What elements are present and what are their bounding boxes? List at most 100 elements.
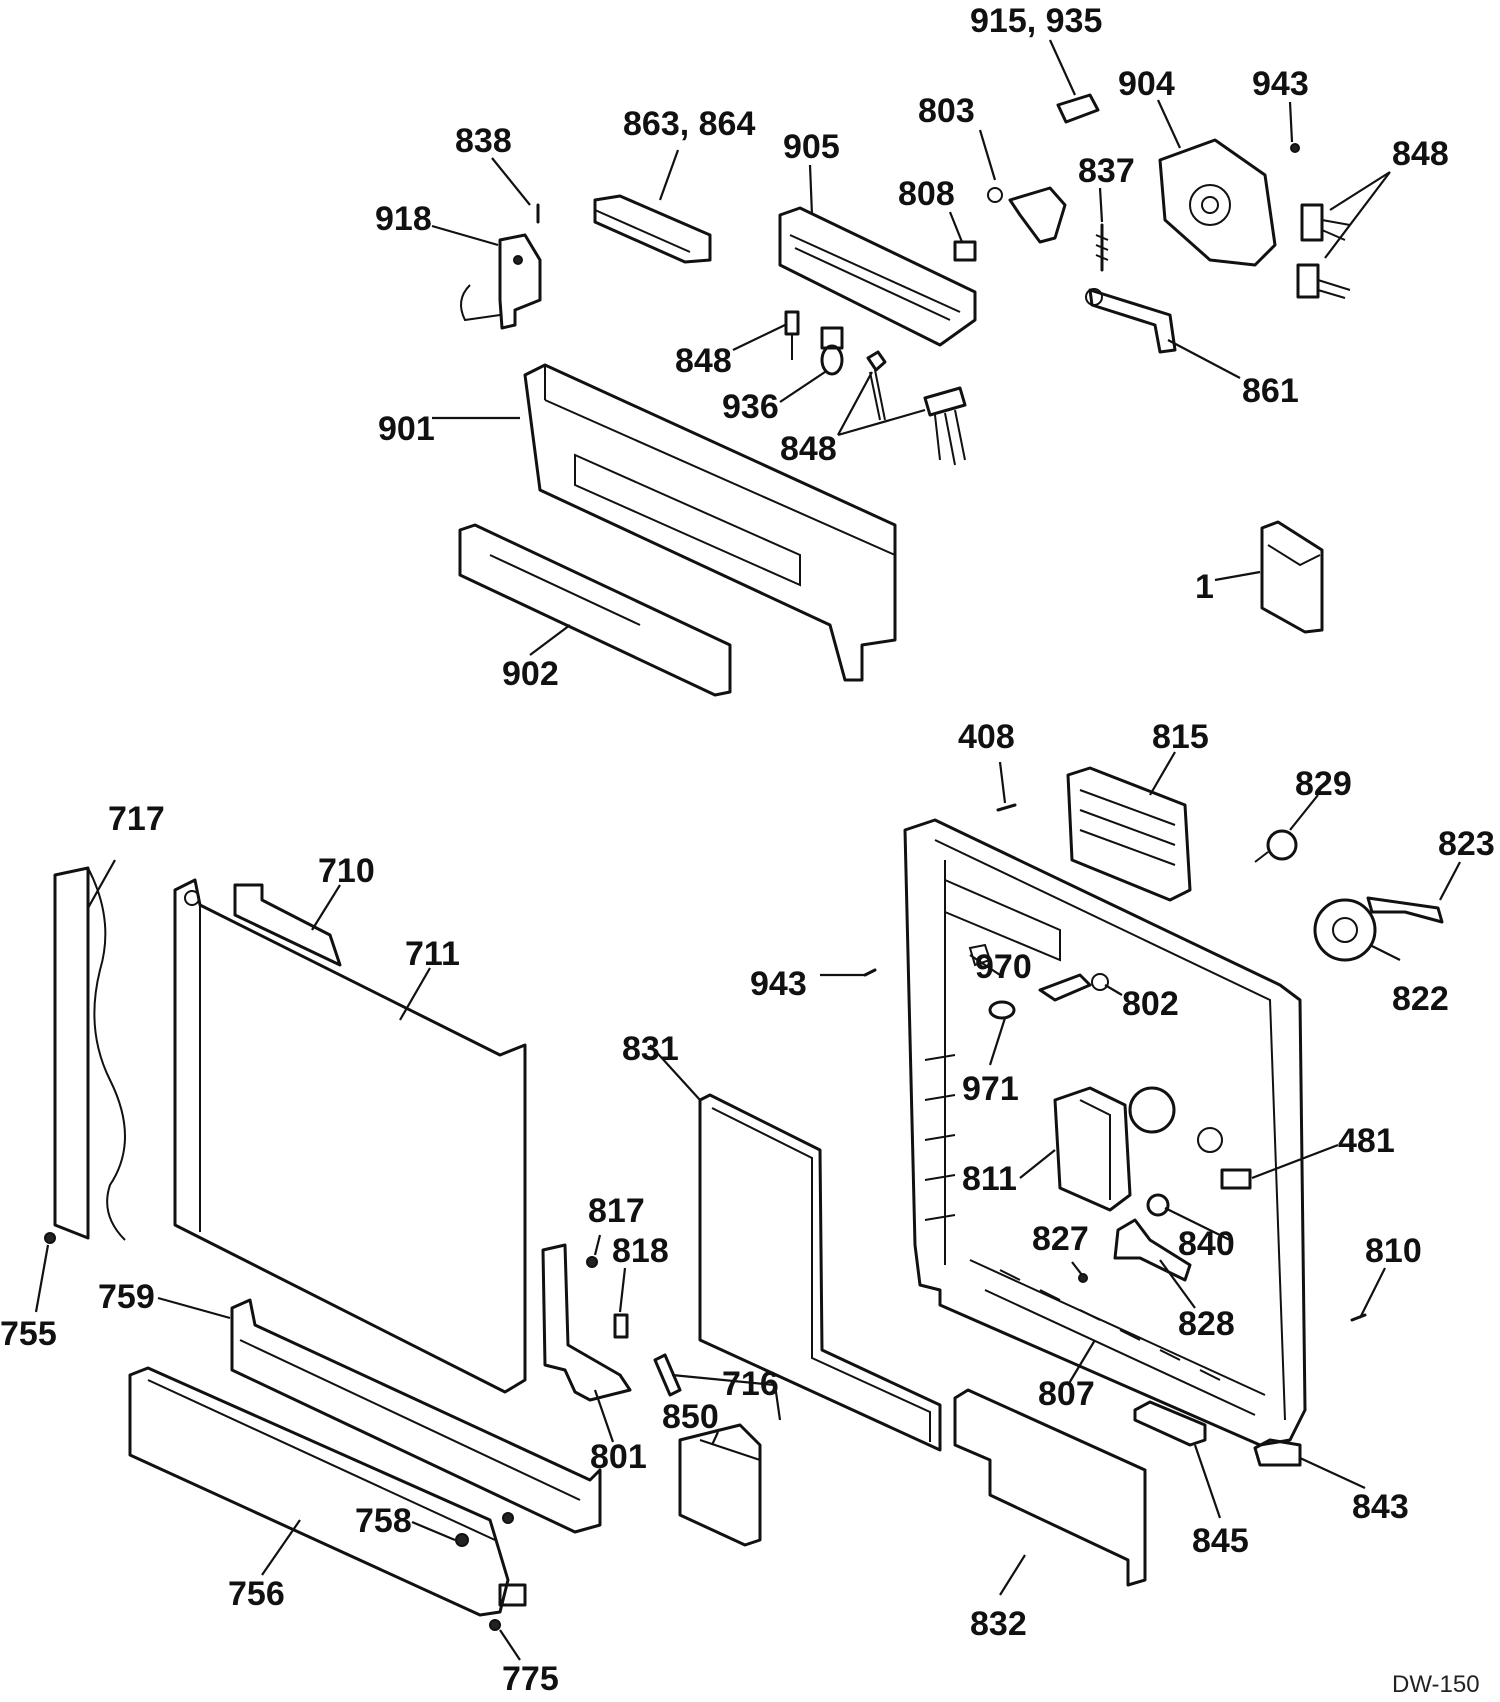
part-904-timer	[1158, 138, 1277, 267]
label-756: 756	[228, 1575, 285, 1613]
label-902: 902	[502, 655, 559, 693]
label-848-left: 848	[675, 342, 732, 380]
label-829: 829	[1295, 765, 1352, 803]
part-905-control-board	[778, 206, 977, 347]
part-943-screw-mid	[863, 968, 877, 977]
part-850-bracket	[678, 1423, 762, 1547]
part-837-spring	[1095, 223, 1109, 272]
label-845: 845	[1192, 1522, 1249, 1560]
part-758-screw	[455, 1512, 514, 1547]
part-845	[1133, 1400, 1207, 1447]
part-918-bracket	[460, 233, 542, 330]
part-848-wires-mid	[866, 350, 967, 466]
label-971: 971	[962, 1070, 1019, 1108]
part-901-panel-housing	[523, 363, 897, 682]
part-902-nameplate	[458, 523, 732, 697]
part-711-door-panel	[173, 878, 527, 1394]
label-861: 861	[1242, 372, 1299, 410]
part-848-connectors-right	[1296, 203, 1351, 299]
part-827-screw	[1078, 1273, 1088, 1283]
label-755: 755	[0, 1315, 57, 1353]
part-840	[1146, 1193, 1170, 1217]
part-848-connector-left	[784, 310, 800, 360]
label-818: 818	[612, 1232, 669, 1270]
label-408: 408	[958, 718, 1015, 756]
label-811: 811	[962, 1160, 1017, 1198]
part-970	[968, 943, 992, 967]
part-843-strip	[1253, 1438, 1302, 1467]
label-717: 717	[108, 800, 165, 838]
label-711: 711	[405, 935, 460, 973]
label-840: 840	[1178, 1225, 1235, 1263]
part-971	[988, 1000, 1016, 1020]
part-775-screw	[489, 1619, 501, 1631]
label-759: 759	[98, 1278, 155, 1316]
part-828-latch	[1113, 1218, 1192, 1282]
label-843: 843	[1352, 1488, 1409, 1526]
label-802: 802	[1122, 985, 1179, 1023]
label-970: 970	[975, 948, 1032, 986]
part-808	[953, 240, 977, 262]
part-408-screw	[996, 803, 1017, 812]
label-758: 758	[355, 1502, 412, 1540]
part-801-hinge	[541, 1243, 632, 1402]
part-829-knob	[1254, 829, 1298, 863]
part-817-818	[586, 1256, 629, 1339]
part-759-bottom-rail	[230, 1298, 602, 1534]
part-710-bracket	[233, 883, 342, 967]
label-710: 710	[318, 852, 375, 890]
part-481	[1220, 1168, 1252, 1190]
label-943-top: 943	[1252, 65, 1309, 103]
label-775: 775	[502, 1660, 559, 1698]
label-850: 850	[662, 1398, 719, 1436]
label-837: 837	[1078, 152, 1135, 190]
label-1: 1	[1195, 568, 1214, 606]
label-815: 815	[1152, 718, 1209, 756]
label-901: 901	[378, 410, 435, 448]
part-1-document	[1260, 520, 1324, 634]
label-827: 827	[1032, 1220, 1089, 1258]
label-863-864: 863, 864	[623, 105, 755, 143]
part-832-insulation	[953, 1388, 1147, 1587]
label-832: 832	[970, 1605, 1027, 1643]
label-817: 817	[588, 1192, 645, 1230]
label-904: 904	[1118, 65, 1175, 103]
label-801: 801	[590, 1438, 647, 1476]
label-810: 810	[1365, 1232, 1422, 1270]
label-803: 803	[918, 92, 975, 130]
part-755-screw	[44, 1232, 56, 1244]
part-716-pin	[653, 1353, 682, 1397]
label-943-mid: 943	[750, 965, 807, 1003]
part-dispenser-disc	[1128, 1086, 1223, 1153]
label-831: 831	[622, 1030, 679, 1068]
diagram-code: DW-150	[1392, 1671, 1480, 1698]
label-716: 716	[722, 1365, 779, 1403]
part-803-switch	[987, 186, 1067, 244]
part-915-935	[1056, 93, 1100, 124]
part-863-864	[593, 194, 712, 264]
label-905: 905	[783, 128, 840, 166]
label-918: 918	[375, 200, 432, 238]
label-915-935: 915, 935	[970, 2, 1102, 40]
label-808: 808	[898, 175, 955, 213]
part-815-vent	[1066, 766, 1192, 902]
part-822-gear	[1313, 898, 1377, 962]
label-838: 838	[455, 122, 512, 160]
part-861-lever	[1085, 288, 1177, 354]
label-848-mid: 848	[780, 430, 837, 468]
label-823: 823	[1438, 825, 1495, 863]
part-831-gasket	[698, 1093, 942, 1452]
part-810-screw	[1350, 1313, 1367, 1322]
part-717-side-trim	[53, 866, 126, 1241]
part-936	[820, 326, 844, 376]
part-943-screw-top	[1290, 143, 1300, 153]
leader-lines	[34, 39, 1461, 1661]
part-756-kickplate	[128, 1366, 527, 1617]
label-822: 822	[1392, 980, 1449, 1018]
part-823-lever	[1366, 896, 1444, 924]
part-811-dispenser	[1053, 1086, 1132, 1212]
label-848-right: 848	[1392, 135, 1449, 173]
part-802	[1038, 973, 1109, 1002]
label-807: 807	[1038, 1375, 1095, 1413]
